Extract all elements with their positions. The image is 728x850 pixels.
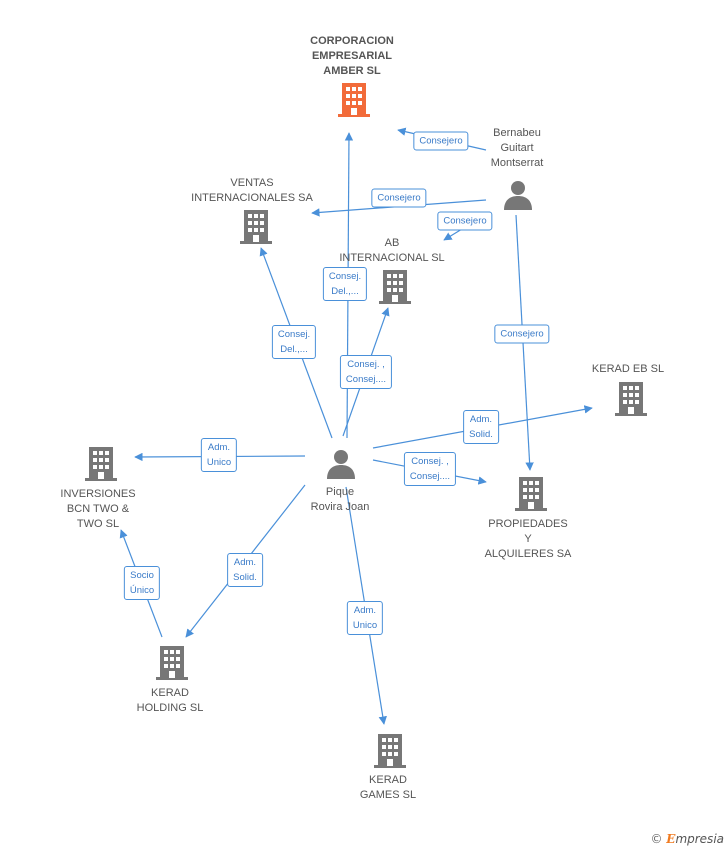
edge-label-line: Consej.... xyxy=(409,471,451,482)
building-icon-corporacion[interactable] xyxy=(338,83,370,117)
edge-label-bernabeu-to-ventas[interactable]: Consejero xyxy=(371,188,427,208)
node-label-line: GAMES SL xyxy=(359,789,417,801)
node-label-line: BCN TWO & xyxy=(66,503,130,515)
node-label-line: CORPORACION xyxy=(310,35,394,47)
node-label-line: Bernabeu xyxy=(493,127,541,139)
node-label-kerad_games[interactable]: KERAD GAMES SL xyxy=(360,773,416,803)
node-label-line: Pique xyxy=(325,486,355,498)
edge-label-line: Consej.... xyxy=(345,374,387,385)
node-label-line: PROPIEDADES xyxy=(488,518,568,530)
node-label-line: VENTAS xyxy=(230,177,274,189)
node-label-line: ALQUILERES SA xyxy=(484,548,572,560)
node-label-ventas[interactable]: VENTAS INTERNACIONALES SA xyxy=(191,176,313,206)
person-icon-pique[interactable] xyxy=(327,450,355,479)
edge-label-bernabeu-to-ab[interactable]: Consejero xyxy=(437,211,493,231)
edge-label-line: Consej. , xyxy=(347,359,385,370)
building-icon-ab[interactable] xyxy=(379,270,411,304)
edge-label-line: Solid. xyxy=(233,572,257,583)
edge-label-line: Adm. xyxy=(353,605,377,616)
person-icon-bernabeu[interactable] xyxy=(504,181,532,210)
edge-label-line: Del.,... xyxy=(331,286,359,297)
building-icon-ventas[interactable] xyxy=(240,210,272,244)
edge-label-pique-to-propiedades[interactable]: Consej. , Consej.... xyxy=(403,452,457,486)
edge-label-line: Adm. xyxy=(469,414,493,425)
edge-label-line: Unico xyxy=(352,620,378,631)
edge-label-line: Consej. xyxy=(277,329,311,340)
node-label-line: EMPRESARIAL xyxy=(311,50,393,62)
edge-label-line: Solid. xyxy=(469,429,493,440)
edge-label-line: Consejero xyxy=(419,135,463,147)
node-label-ab[interactable]: AB INTERNACIONAL SL xyxy=(339,236,444,266)
footer-brand: © Empresia xyxy=(650,832,724,846)
edge-label-line: Del.,... xyxy=(280,344,308,355)
node-label-line: Guitart xyxy=(500,142,534,154)
building-icon-kerad_games[interactable] xyxy=(374,734,406,768)
node-label-line: Y xyxy=(524,533,532,545)
node-label-line: KERAD xyxy=(369,774,407,786)
edge-label-pique-to-ventas[interactable]: Consej. Del.,... xyxy=(271,325,317,359)
building-icon-propiedades[interactable] xyxy=(515,477,547,511)
building-icon-kerad_eb[interactable] xyxy=(615,382,647,416)
node-label-inversiones[interactable]: INVERSIONES BCN TWO & TWO SL xyxy=(60,487,135,532)
node-label-line: KERAD xyxy=(151,687,189,699)
edge-label-pique-to-kerad_holding[interactable]: Adm. Solid. xyxy=(227,553,263,587)
edge-label-line: Consejero xyxy=(500,328,544,340)
edge-label-bernabeu-to-corporacion[interactable]: Consejero xyxy=(413,131,469,151)
edge-label-line: Adm. xyxy=(233,557,257,568)
edge-label-line: Consejero xyxy=(443,215,487,227)
building-icon-inversiones[interactable] xyxy=(85,447,117,481)
node-label-line: AMBER SL xyxy=(323,65,381,77)
edge-label-line: Adm. xyxy=(207,442,231,453)
edge-label-line: Consej. , xyxy=(411,456,449,467)
edge-label-pique-to-inversiones[interactable]: Adm. Unico xyxy=(200,438,238,472)
edge-label-bernabeu-to-propiedades[interactable]: Consejero xyxy=(494,324,550,344)
node-label-line: HOLDING SL xyxy=(136,702,204,714)
copyright-icon: © xyxy=(650,832,663,846)
edge-label-line: Socio xyxy=(130,570,154,581)
empresia-logo-text: mpresia xyxy=(675,832,724,846)
edge-label-line: Único xyxy=(129,585,155,596)
edge-label-pique-to-ab[interactable]: Consej. , Consej.... xyxy=(339,355,393,389)
building-icon-kerad_holding[interactable] xyxy=(156,646,188,680)
edge-label-line: Consej. xyxy=(328,271,362,282)
node-label-corporacion[interactable]: CORPORACION EMPRESARIAL AMBER SL xyxy=(310,34,394,79)
edge-label-pique-to-corporacion[interactable]: Consej. Del.,... xyxy=(322,267,368,301)
node-label-line: INVERSIONES xyxy=(60,488,136,500)
empresia-logo-initial: E xyxy=(666,832,676,846)
edge-label-pique-to-kerad_eb[interactable]: Adm. Solid. xyxy=(463,410,499,444)
node-label-line: INTERNACIONALES SA xyxy=(191,192,313,204)
node-label-propiedades[interactable]: PROPIEDADES Y ALQUILERES SA xyxy=(485,517,572,562)
node-label-kerad_holding[interactable]: KERAD HOLDING SL xyxy=(137,686,204,716)
node-label-line: AB xyxy=(384,237,400,249)
node-label-line: Rovira Joan xyxy=(310,501,370,513)
edge-label-line: Consejero xyxy=(377,192,421,204)
node-label-line: TWO SL xyxy=(76,518,120,530)
node-label-line: Montserrat xyxy=(490,157,544,169)
node-label-kerad_eb[interactable]: KERAD EB SL xyxy=(592,362,664,377)
edge-label-line: Unico xyxy=(206,457,232,468)
edge-label-pique-to-kerad_games[interactable]: Adm. Unico xyxy=(346,601,384,635)
node-label-line: KERAD EB SL xyxy=(591,363,665,375)
nodes-layer xyxy=(85,83,647,768)
node-label-line: INTERNACIONAL SL xyxy=(339,252,445,264)
